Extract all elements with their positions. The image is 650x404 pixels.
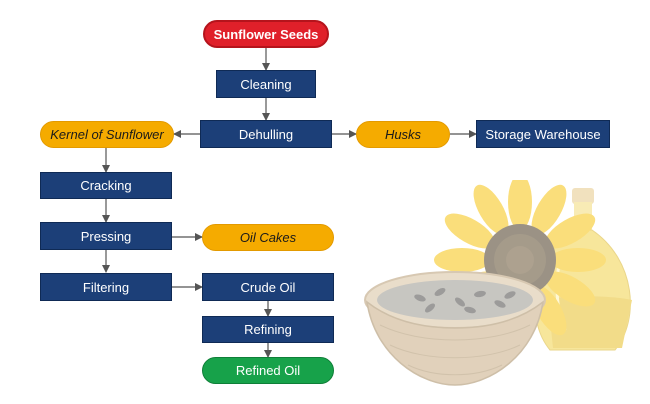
basket-icon	[364, 271, 546, 386]
node-dehulling: Dehulling	[200, 120, 332, 148]
sunflower-oil-basket-illustration	[364, 180, 632, 386]
node-cleaning: Cleaning	[216, 70, 316, 98]
node-refined-oil: Refined Oil	[202, 357, 334, 384]
node-husks: Husks	[356, 121, 450, 148]
node-kernel-of-sunflower: Kernel of Sunflower	[40, 121, 174, 148]
node-cracking: Cracking	[40, 172, 172, 199]
node-crude-oil: Crude Oil	[202, 273, 334, 301]
node-storage-warehouse: Storage Warehouse	[476, 120, 610, 148]
node-refining: Refining	[202, 316, 334, 343]
node-filtering: Filtering	[40, 273, 172, 301]
node-sunflower-seeds: Sunflower Seeds	[203, 20, 329, 48]
node-oil-cakes: Oil Cakes	[202, 224, 334, 251]
node-pressing: Pressing	[40, 222, 172, 250]
